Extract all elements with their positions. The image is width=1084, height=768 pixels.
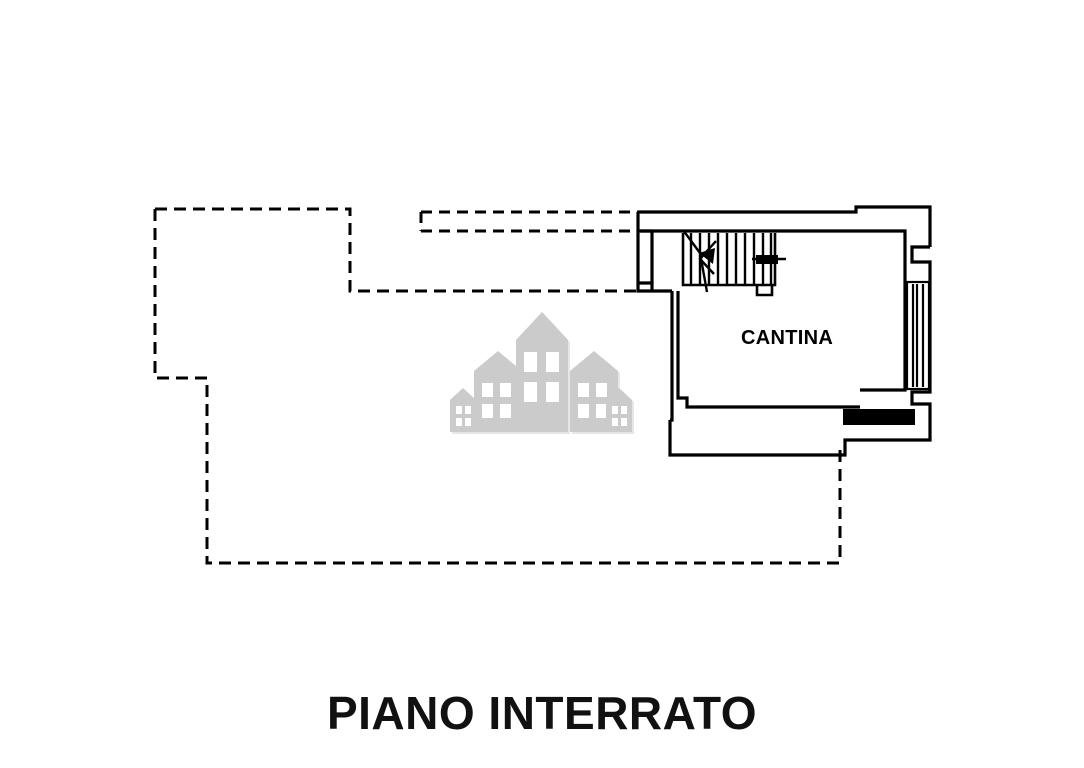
building-walls xyxy=(636,205,932,457)
property-boundary xyxy=(153,207,842,565)
door-opening xyxy=(843,409,915,425)
staircase xyxy=(681,229,786,297)
left-wall-notch xyxy=(638,232,654,285)
houses-watermark-icon xyxy=(450,312,634,434)
terrace-outline xyxy=(419,210,640,233)
stair-direction-arrow-icon xyxy=(699,248,715,264)
room-label-cantina: CANTINA xyxy=(741,327,834,349)
right-window-detail xyxy=(905,280,931,391)
page-title: PIANO INTERRATO xyxy=(326,687,758,739)
